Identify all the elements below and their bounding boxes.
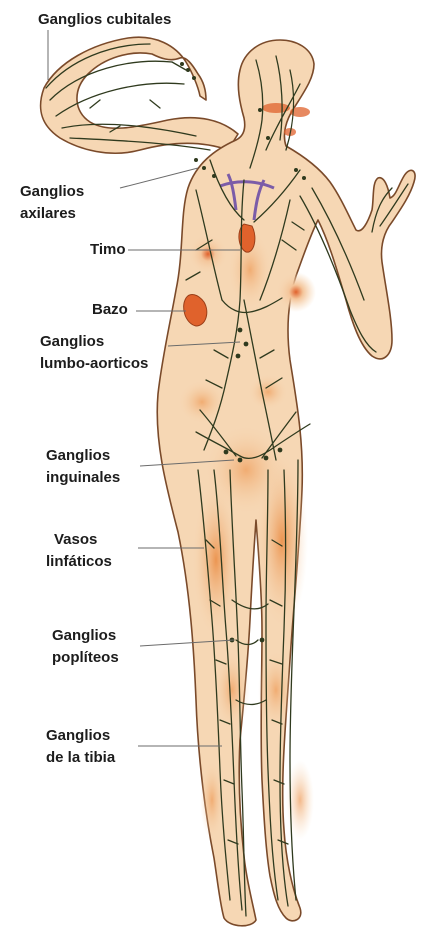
- label-ganglios-cubitales: Ganglios cubitales: [38, 10, 171, 30]
- label-vasos-linfaticos-line1: Vasos: [54, 530, 97, 550]
- label-ganglios-lumbo-line1: Ganglios: [40, 332, 104, 352]
- label-ganglios-tibia-line1: Ganglios: [46, 726, 110, 746]
- label-ganglios-inguinales-line1: Ganglios: [46, 446, 110, 466]
- label-ganglios-lumbo-line2: lumbo-aorticos: [40, 354, 148, 374]
- label-ganglios-popliteos-line1: Ganglios: [52, 626, 116, 646]
- label-ganglios-tibia-line2: de la tibia: [46, 748, 115, 768]
- raised-arm: [41, 37, 238, 153]
- label-vasos-linfaticos-line2: linfáticos: [46, 552, 112, 572]
- label-timo: Timo: [90, 240, 126, 260]
- label-ganglios-axilares-line1: Ganglios: [20, 182, 84, 202]
- leader-axilares: [120, 168, 198, 188]
- label-ganglios-popliteos-line2: poplíteos: [52, 648, 119, 668]
- label-bazo: Bazo: [92, 300, 128, 320]
- label-ganglios-inguinales-line2: inguinales: [46, 468, 120, 488]
- label-ganglios-axilares-line2: axilares: [20, 204, 76, 224]
